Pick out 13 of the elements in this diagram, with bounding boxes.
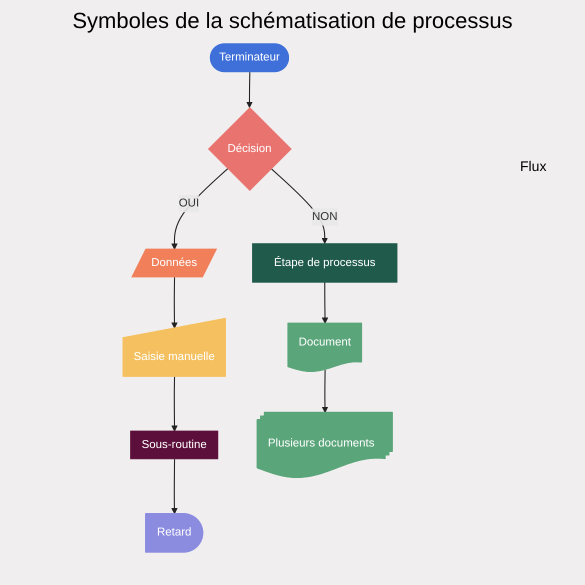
arrow xyxy=(322,370,328,413)
arrow xyxy=(171,376,178,432)
annotation-label: Flux xyxy=(520,158,546,174)
node-box: Étape de processus xyxy=(252,243,398,283)
arrow xyxy=(246,72,253,108)
edge-label: OUI xyxy=(178,197,200,210)
arrow xyxy=(171,168,228,250)
edge-label: NON xyxy=(312,210,338,223)
title: Symboles de la schématisation de processus xyxy=(71,8,514,34)
node-diamond: Décision xyxy=(208,107,292,191)
arrow xyxy=(171,277,178,329)
arrow xyxy=(322,282,328,324)
arrow xyxy=(171,459,178,514)
